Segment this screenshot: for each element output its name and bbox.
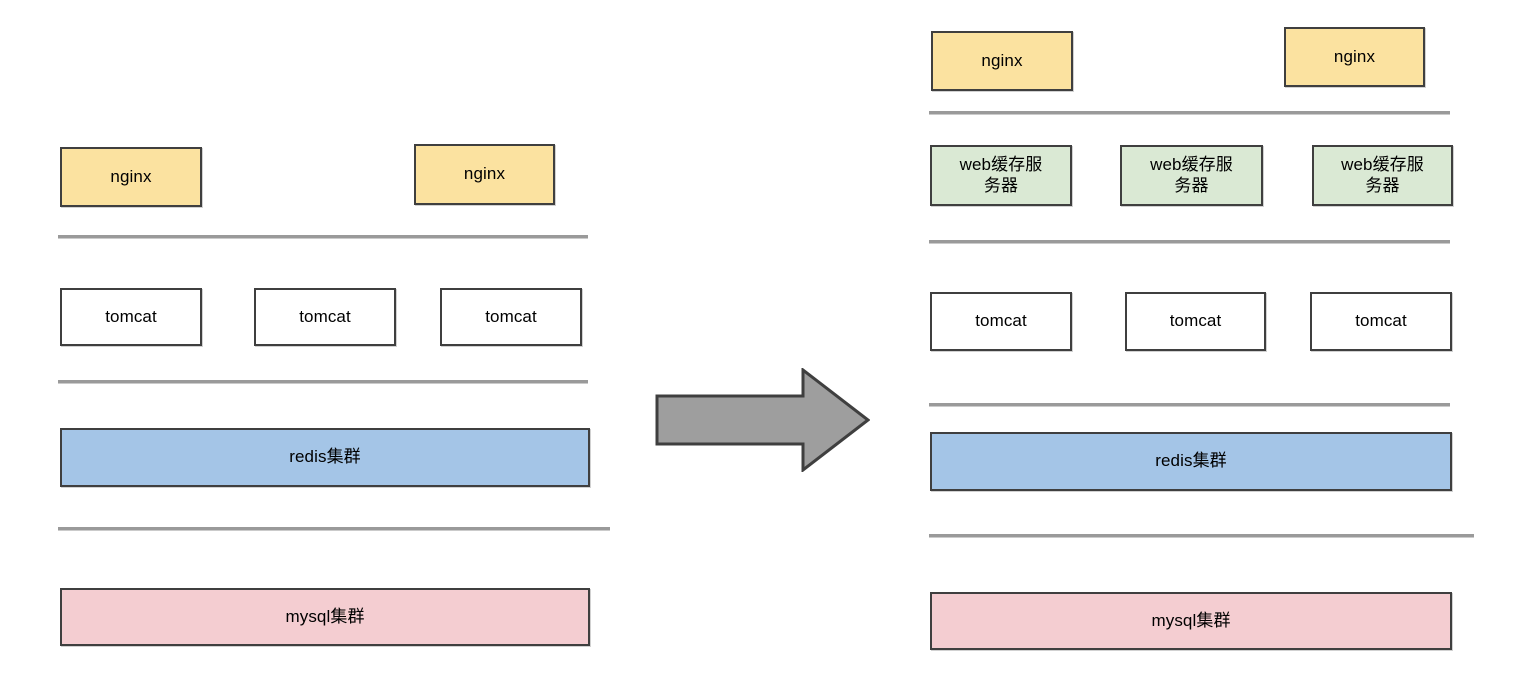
- right-mysql-cluster-node[interactable]: mysql集群: [930, 592, 1452, 650]
- left-redis-cluster-label: redis集群: [289, 447, 361, 467]
- right-mysql-cluster-label: mysql集群: [1151, 610, 1231, 630]
- left-redis-cluster-node[interactable]: redis集群: [60, 428, 590, 487]
- right-tomcat-label-2: tomcat: [1169, 311, 1222, 331]
- left-nginx-node-1[interactable]: nginx: [60, 147, 202, 207]
- right-redis-cluster-node[interactable]: redis集群: [930, 432, 1452, 491]
- left-tomcat-label-3: tomcat: [485, 306, 537, 326]
- right-tomcat-label-3: tomcat: [1355, 311, 1407, 331]
- evolution-arrow: [655, 368, 870, 472]
- right-redis-cluster-label: redis集群: [1155, 451, 1227, 471]
- left-mysql-cluster-node[interactable]: mysql集群: [60, 588, 590, 646]
- left-tomcat-node-1[interactable]: tomcat: [60, 288, 202, 346]
- right-tomcat-node-1[interactable]: tomcat: [930, 292, 1072, 351]
- right-web-cache-node-3[interactable]: web缓存服 务器: [1312, 145, 1453, 206]
- right-web-cache-node-2[interactable]: web缓存服 务器: [1120, 145, 1263, 206]
- left-nginx-label-2: nginx: [463, 164, 506, 184]
- left-divider-1: [58, 235, 588, 238]
- right-web-cache-label-3: web缓存服 务器: [1341, 155, 1424, 195]
- left-divider-2: [58, 380, 588, 383]
- right-nginx-node-1[interactable]: nginx: [931, 31, 1073, 91]
- left-nginx-label-1: nginx: [110, 166, 152, 186]
- right-divider-1: [929, 111, 1450, 114]
- right-divider-3: [929, 403, 1450, 406]
- right-divider-2: [929, 240, 1450, 243]
- left-mysql-cluster-label: mysql集群: [285, 606, 365, 626]
- left-tomcat-label-2: tomcat: [299, 306, 351, 326]
- arrow-shape: [655, 368, 870, 472]
- right-web-cache-label-1: web缓存服 务器: [959, 155, 1043, 195]
- right-tomcat-node-3[interactable]: tomcat: [1310, 292, 1452, 351]
- left-tomcat-node-2[interactable]: tomcat: [254, 288, 396, 346]
- right-nginx-node-2[interactable]: nginx: [1284, 27, 1425, 87]
- right-divider-4: [929, 534, 1474, 537]
- left-tomcat-node-3[interactable]: tomcat: [440, 288, 582, 346]
- left-nginx-node-2[interactable]: nginx: [414, 144, 555, 205]
- right-nginx-label-1: nginx: [981, 50, 1023, 70]
- left-divider-3: [58, 527, 610, 530]
- left-tomcat-label-1: tomcat: [105, 306, 157, 326]
- right-web-cache-label-2: web缓存服 务器: [1150, 155, 1233, 195]
- right-tomcat-label-1: tomcat: [975, 311, 1027, 331]
- right-web-cache-node-1[interactable]: web缓存服 务器: [930, 145, 1072, 206]
- right-nginx-label-2: nginx: [1333, 46, 1376, 66]
- right-tomcat-node-2[interactable]: tomcat: [1125, 292, 1266, 351]
